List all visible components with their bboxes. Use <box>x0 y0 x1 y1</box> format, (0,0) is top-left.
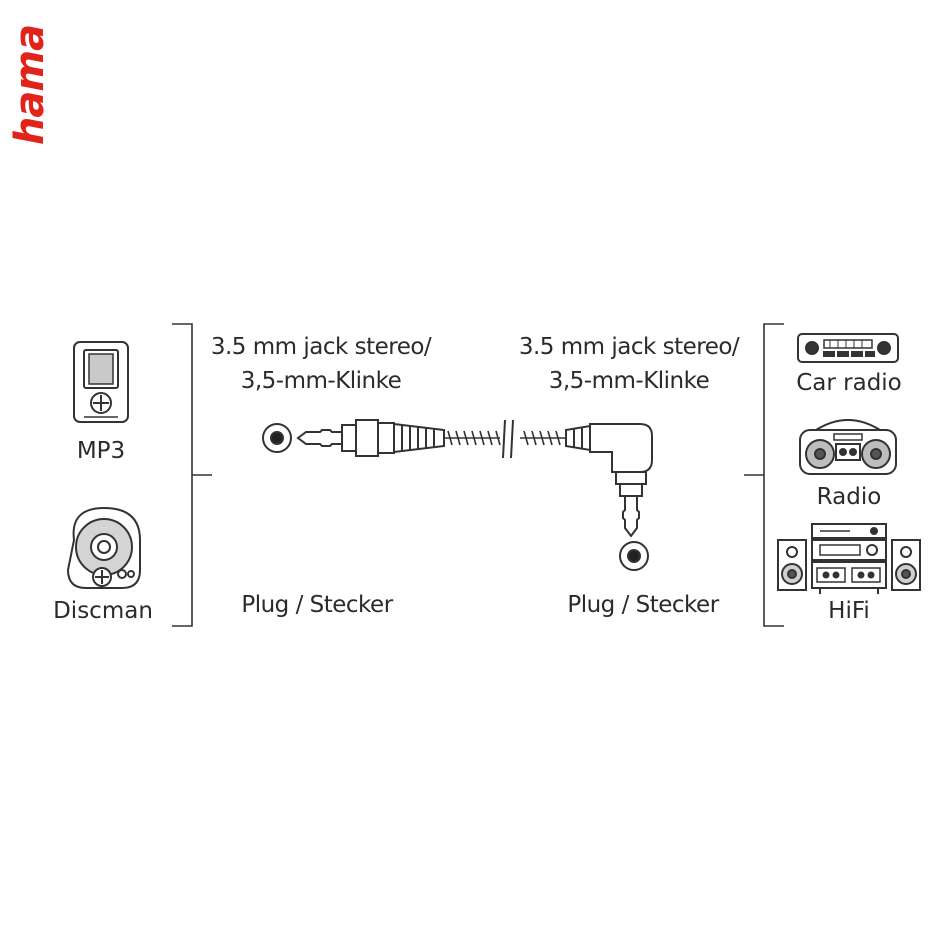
mp3-player-icon <box>73 341 129 423</box>
connector-left-title-line1: 3.5 mm jack stereo/ <box>210 334 432 360</box>
connector-left-plug-label: Plug / Stecker <box>241 592 393 618</box>
straight-plug <box>262 419 445 457</box>
radio-label: Radio <box>816 484 882 510</box>
connector-right-title-line2: 3,5-mm-Klinke <box>548 368 710 394</box>
discman-icon <box>66 506 141 589</box>
angled-plug <box>565 423 653 571</box>
car-radio-label: Car radio <box>796 370 902 396</box>
right-bracket <box>744 323 784 627</box>
hifi-label: HiFi <box>828 598 870 624</box>
connector-left-title-line2: 3,5-mm-Klinke <box>240 368 402 394</box>
left-bracket <box>172 323 212 627</box>
mp3-label: MP3 <box>76 438 126 464</box>
connector-right-title-line1: 3.5 mm jack stereo/ <box>518 334 740 360</box>
boombox-icon <box>799 419 897 475</box>
discman-label: Discman <box>53 598 153 624</box>
coiled-cable <box>444 419 566 459</box>
car-radio-icon <box>797 333 899 363</box>
connector-right-plug-label: Plug / Stecker <box>567 592 719 618</box>
hifi-system-icon <box>777 523 921 594</box>
